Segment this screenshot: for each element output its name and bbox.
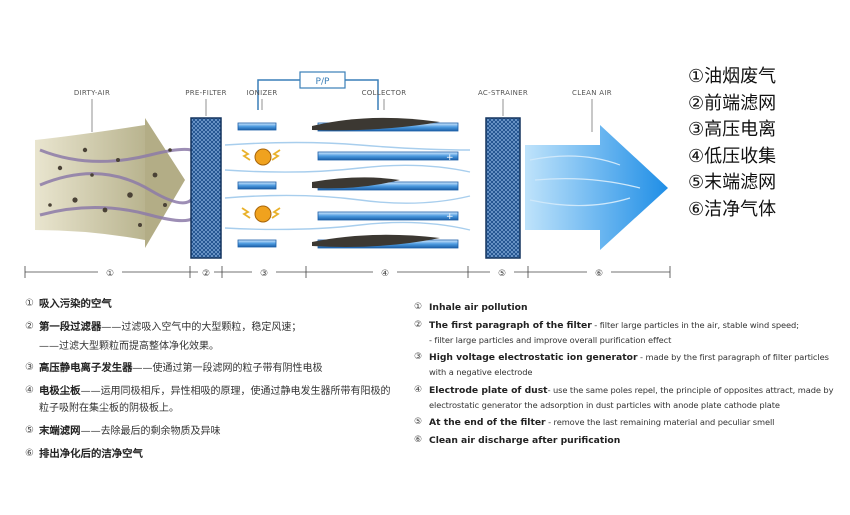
legend-row: ——过滤大型颗粒而提高整体净化效果。: [39, 340, 219, 352]
stage-numbers: ① ② ③ ④ ⑤ ⑥: [98, 265, 611, 279]
svg-text:CLEAN AIR: CLEAN AIR: [572, 89, 612, 97]
svg-text:DIRTY-AIR: DIRTY-AIR: [74, 89, 110, 97]
dirty-air-flow: [35, 125, 145, 240]
power-label: P/P: [316, 77, 330, 87]
stage-ruler: [24, 266, 671, 278]
purification-diagram: P/P + + DIRTY-AIR PRE-FILTER IONIZER COL…: [24, 71, 671, 279]
stage-item: ③高压电离: [688, 119, 777, 141]
stage-list: ①油烟废气 ②前端滤网 ③高压电离 ④低压收集 ⑤末端滤网 ⑥洁净气体: [688, 64, 848, 224]
svg-text:COLLECTOR: COLLECTOR: [362, 89, 407, 97]
top-labels: DIRTY-AIR PRE-FILTER IONIZER COLLECTOR A…: [74, 89, 612, 132]
ionizer: [237, 122, 281, 248]
stage-item: ②前端滤网: [688, 92, 777, 114]
power-line: [257, 79, 379, 110]
svg-text:①: ①: [106, 269, 114, 279]
svg-text:④: ④: [381, 269, 389, 279]
svg-text:⑤: ⑤: [498, 269, 506, 279]
stage-item: ⑥洁净气体: [688, 198, 777, 220]
legend-row: - filter large particles and improve ove…: [429, 334, 672, 345]
svg-text:③: ③: [260, 269, 268, 279]
collector: + +: [312, 117, 459, 249]
svg-text:②: ②: [202, 269, 210, 279]
pre-filter: [190, 117, 222, 259]
svg-text:⑥: ⑥: [595, 269, 603, 279]
clean-air-arrow: [525, 125, 668, 250]
svg-text:AC-STRAINER: AC-STRAINER: [478, 89, 528, 97]
svg-text:PRE-FILTER: PRE-FILTER: [185, 89, 227, 97]
stage-item: ⑤末端滤网: [688, 172, 777, 194]
ac-strainer: [485, 117, 521, 259]
svg-text:+: +: [446, 153, 454, 163]
svg-text:IONIZER: IONIZER: [246, 89, 277, 97]
svg-text:+: +: [446, 212, 454, 222]
stage-item: ④低压收集: [688, 145, 777, 167]
stage-item: ①油烟废气: [688, 66, 777, 87]
